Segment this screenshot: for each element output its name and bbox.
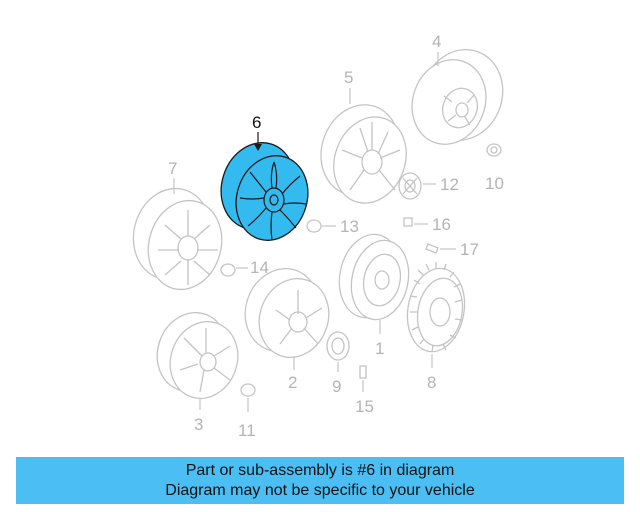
- callout-6: 6: [252, 113, 261, 132]
- wheel-part-6[interactable]: [210, 132, 318, 250]
- wheel-part-5[interactable]: [309, 88, 418, 213]
- callout-17: 17: [460, 240, 479, 259]
- callout-15: 15: [355, 397, 374, 416]
- part-15[interactable]: [359, 365, 367, 392]
- callout-2: 2: [288, 373, 297, 392]
- banner-line-2: Diagram may not be specific to your vehi…: [165, 482, 475, 499]
- wheel-part-2[interactable]: [234, 258, 340, 370]
- part-12[interactable]: [398, 172, 436, 200]
- callout-8: 8: [427, 373, 436, 392]
- part-13[interactable]: [306, 219, 336, 233]
- part-14[interactable]: [220, 263, 248, 277]
- callout-7: 7: [168, 159, 177, 178]
- info-banner: Part or sub-assembly is #6 in diagram Di…: [16, 457, 624, 504]
- part-10[interactable]: [486, 143, 502, 157]
- callout-5: 5: [344, 68, 353, 87]
- callout-14: 14: [250, 258, 269, 277]
- banner-line-1: Part or sub-assembly is #6 in diagram: [185, 462, 455, 479]
- part-17[interactable]: [425, 243, 456, 254]
- callout-4: 4: [432, 32, 441, 51]
- hubcap-part-8[interactable]: [401, 262, 471, 368]
- callout-16: 16: [432, 215, 451, 234]
- wheel-part-3[interactable]: [146, 303, 248, 410]
- wheel-part-4[interactable]: [400, 38, 515, 155]
- callout-9: 9: [332, 377, 341, 396]
- part-11[interactable]: [240, 383, 256, 412]
- callout-11: 11: [238, 421, 256, 440]
- callout-3: 3: [194, 415, 203, 434]
- callout-1: 1: [375, 339, 384, 358]
- part-9[interactable]: [326, 331, 350, 372]
- callout-12: 12: [440, 175, 459, 194]
- callout-10: 10: [485, 174, 504, 193]
- callout-13: 13: [340, 217, 359, 236]
- wheel-part-1[interactable]: [332, 229, 416, 334]
- wheel-part-7[interactable]: [123, 178, 231, 298]
- part-16[interactable]: [403, 217, 428, 227]
